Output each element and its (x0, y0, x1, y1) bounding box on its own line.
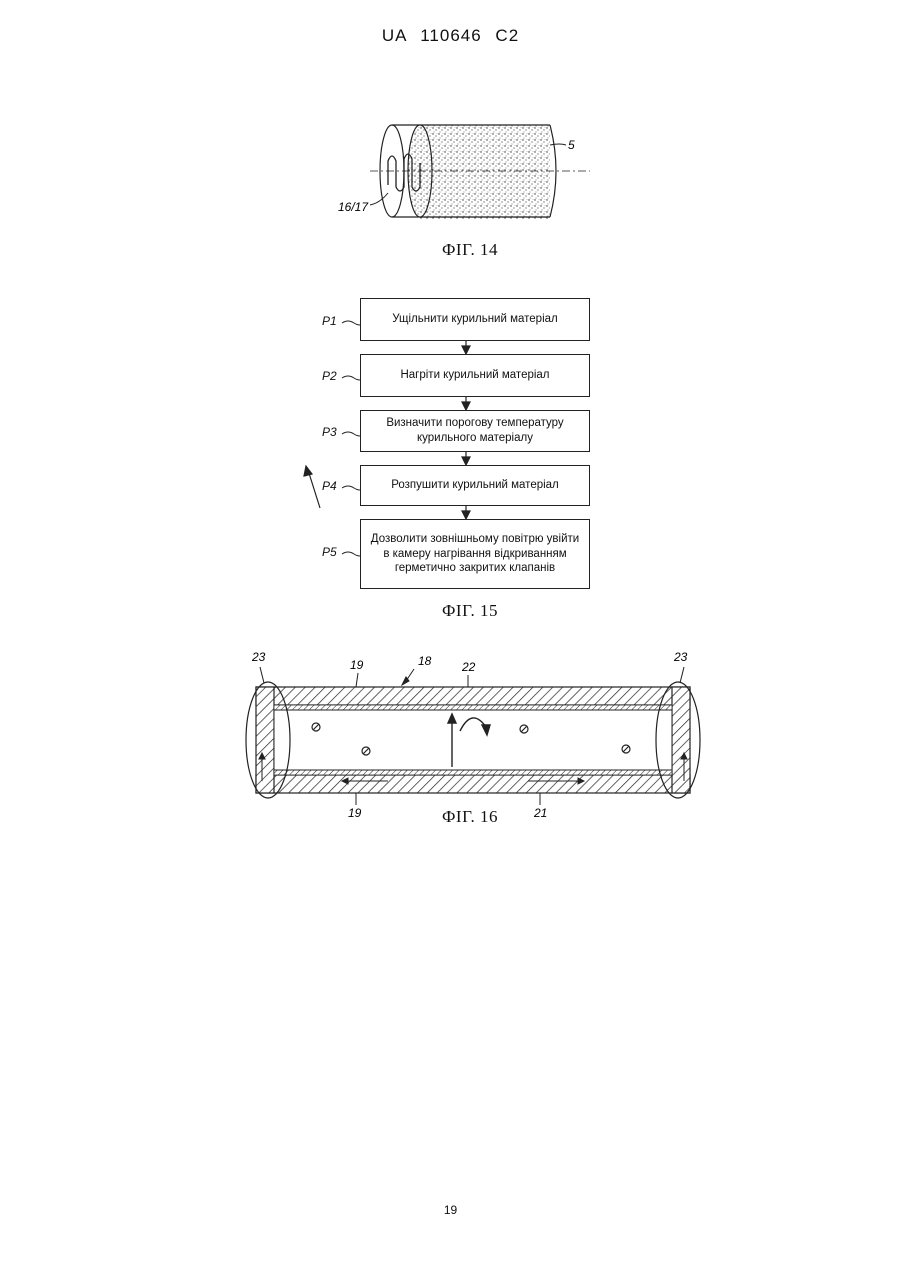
document-header: UA 110646 C2 (0, 26, 901, 46)
label-5: 5 (568, 138, 575, 152)
figure-15-caption: ФІГ. 15 (370, 601, 570, 621)
flow-step-p4: Розпушити курильний матеріал (360, 465, 590, 506)
step-label-p1: P1 (322, 314, 337, 328)
label-18: 18 (418, 654, 432, 668)
flow-step-p1: Ущільнити курильний матеріал (360, 298, 590, 341)
label-19-bottom: 19 (348, 806, 362, 820)
step-label-p2: P2 (322, 369, 337, 383)
label-16-17: 16/17 (338, 200, 369, 214)
figure-14-drawing: 5 16/17 (330, 115, 610, 235)
label-23-right: 23 (673, 650, 688, 664)
flow-step-p5: Дозволити зовнішньому повітрю увійти в к… (360, 519, 590, 589)
label-22: 22 (461, 660, 476, 674)
flow-step-p2: Нагріти курильний матеріал (360, 354, 590, 397)
flow-step-p3: Визначити порогову температуру курильног… (360, 410, 590, 452)
step-label-p3: P3 (322, 425, 337, 439)
figure-14-caption: ФІГ. 14 (370, 240, 570, 260)
label-23-left: 23 (251, 650, 266, 664)
figure-16-drawing: 23 19 18 22 23 19 21 (238, 645, 708, 825)
step-label-p5: P5 (322, 545, 337, 559)
figure-16-caption: ФІГ. 16 (370, 807, 570, 827)
page-number: 19 (0, 1203, 901, 1217)
step-label-p4: P4 (322, 479, 337, 493)
label-19-top: 19 (350, 658, 364, 672)
